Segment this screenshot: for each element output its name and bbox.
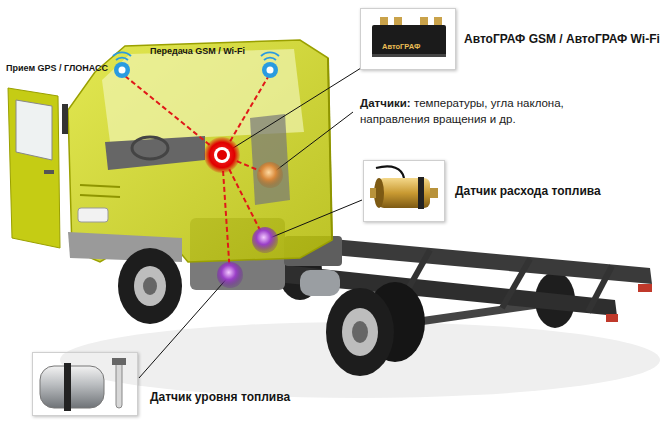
antenna-wave bbox=[261, 52, 279, 56]
signal-label: Прием GPS / ГЛОНАСС bbox=[6, 63, 108, 73]
signal-label: Передача GSM / Wi-Fi bbox=[150, 46, 245, 56]
device-marker bbox=[217, 150, 227, 160]
picture-frame: АвтоГРАФ bbox=[360, 8, 456, 70]
sensor-box: АвтоГРАФ АвтоГРАФ GSM / АвтоГРАФ Wi-Fi bbox=[360, 8, 660, 70]
level-probe bbox=[116, 362, 122, 408]
tail-light bbox=[606, 314, 618, 322]
sensor-box: Датчик уровня топлива bbox=[32, 352, 290, 416]
antenna-dot bbox=[267, 67, 274, 74]
cross-member bbox=[502, 259, 530, 308]
antenna-dot bbox=[119, 67, 126, 74]
cab-door bbox=[8, 88, 60, 248]
leader-lines bbox=[139, 68, 362, 378]
dashboard bbox=[105, 136, 205, 170]
antenna-dot bbox=[114, 62, 130, 78]
leader-line bbox=[270, 112, 353, 175]
antenna-wave bbox=[264, 58, 276, 60]
mirror bbox=[62, 104, 68, 134]
grille bbox=[80, 195, 120, 197]
chassis-rail bbox=[255, 262, 617, 316]
signal-lines bbox=[125, 76, 270, 275]
sensor-marker bbox=[257, 162, 283, 188]
fuel-tank-picture bbox=[40, 366, 104, 408]
headlight bbox=[78, 208, 108, 222]
signal-line bbox=[222, 155, 230, 275]
device-brand: АвтоГРАФ bbox=[382, 42, 420, 51]
leader-line bbox=[139, 275, 230, 378]
door-handle bbox=[44, 170, 54, 174]
steering-wheel bbox=[132, 137, 168, 159]
rear-wheel bbox=[326, 288, 394, 376]
signal-line bbox=[125, 76, 222, 155]
tail-light bbox=[638, 284, 652, 292]
flow-sensor bbox=[430, 188, 438, 198]
cross-member bbox=[588, 266, 612, 312]
box-heading: Датчик расхода топлива bbox=[455, 184, 601, 198]
antenna-wave bbox=[116, 58, 128, 60]
front-wheel bbox=[118, 248, 182, 324]
box-heading: АвтоГРАФ GSM / АвтоГРАФ Wi-Fi bbox=[464, 32, 660, 46]
wheel-hub bbox=[352, 321, 368, 343]
tracker-device bbox=[372, 54, 446, 57]
flow-sensor bbox=[370, 188, 376, 198]
door-window bbox=[16, 100, 52, 160]
sensor-note: Датчики:температуры, угла наклона, напра… bbox=[360, 96, 595, 127]
grille bbox=[80, 185, 120, 187]
sensor-cable bbox=[376, 166, 404, 178]
device-marker bbox=[204, 137, 240, 173]
flow-sensor bbox=[418, 177, 424, 209]
antenna-wave bbox=[113, 52, 131, 56]
leader-line bbox=[265, 200, 362, 240]
picture-frame bbox=[32, 352, 138, 416]
flow-sensor bbox=[378, 178, 430, 208]
wheel-hub bbox=[143, 277, 157, 295]
tank-strap bbox=[64, 363, 71, 411]
level-probe bbox=[112, 358, 126, 365]
fuel-tank bbox=[300, 270, 340, 296]
leader-line bbox=[222, 68, 361, 155]
sensor-marker bbox=[252, 227, 278, 253]
wheel-hub bbox=[342, 308, 378, 356]
seat bbox=[250, 114, 290, 205]
picture-frame bbox=[363, 160, 445, 222]
note-text: Датчики: bbox=[360, 97, 411, 109]
box-heading: Датчик уровня топлива bbox=[150, 390, 290, 416]
antenna-icon bbox=[261, 52, 279, 78]
tracker-device bbox=[372, 25, 446, 57]
antenna-icon bbox=[113, 52, 131, 78]
device-marker bbox=[214, 147, 230, 163]
sensor-marker bbox=[217, 262, 243, 288]
sensor-box: Датчик расхода топлива bbox=[363, 160, 601, 222]
wheel-hub bbox=[134, 266, 166, 306]
antenna-dot bbox=[262, 62, 278, 78]
